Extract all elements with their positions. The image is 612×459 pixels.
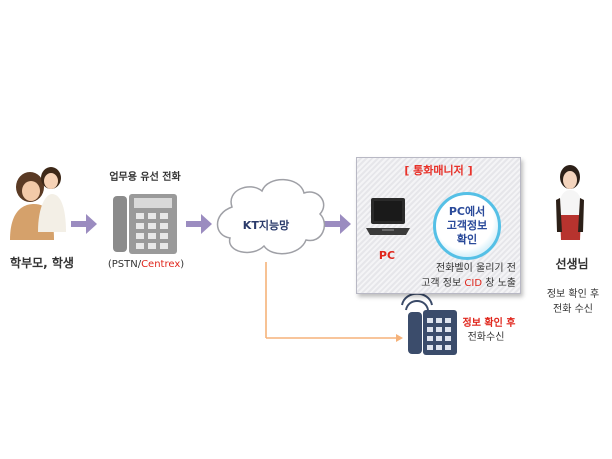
parent-label: 학부모, 학생 xyxy=(10,256,74,270)
note-cid: CID xyxy=(464,278,483,289)
manager-note-line-1: 전화벨이 울리기 전 xyxy=(436,263,516,274)
pc-info-circle: PC에서 고객정보 확인 xyxy=(433,192,501,260)
note-suffix: 창 노출 xyxy=(482,278,516,289)
teacher-desc-line-2: 전화 수신 xyxy=(553,304,593,315)
call-manager-title: [ 통화매니저 ] xyxy=(404,164,473,177)
desk-phone-icon xyxy=(113,194,177,254)
network-cloud-icon xyxy=(216,178,326,255)
pstn-centrex: Centrex xyxy=(141,259,181,270)
pstn-label: (PSTN/Centrex) xyxy=(98,258,194,272)
pstn-suffix: ) xyxy=(180,259,185,270)
arrow-to-phone xyxy=(71,214,97,234)
pc-label: PC xyxy=(378,249,396,262)
phone2-label-line-1: 정보 확인 후 xyxy=(462,318,516,329)
landline-label: 업무용 유선 전화 xyxy=(109,172,181,183)
circle-line-2: 고객정보 xyxy=(446,219,488,232)
circle-line-1: PC에서 xyxy=(448,205,486,218)
network-label: KT지능망 xyxy=(242,219,290,232)
teacher-label: 선생님 xyxy=(555,257,589,271)
phone2-label-line-2: 전화수신 xyxy=(467,332,505,343)
teacher-image xyxy=(556,165,584,240)
pstn-prefix: (PSTN/ xyxy=(107,259,142,270)
parent-child-image xyxy=(10,167,66,240)
manager-note-line-2: 고객 정보 CID 창 노출 xyxy=(394,277,516,291)
circle-line-3: 확인 xyxy=(456,233,478,246)
note-prefix: 고객 정보 xyxy=(421,278,465,289)
laptop-icon xyxy=(366,198,410,235)
teacher-desc-line-1: 정보 확인 후 xyxy=(546,289,600,300)
office-phone-icon xyxy=(401,292,457,355)
arrow-to-network xyxy=(186,214,212,234)
orange-connector xyxy=(265,262,403,342)
arrow-to-manager xyxy=(323,214,351,234)
